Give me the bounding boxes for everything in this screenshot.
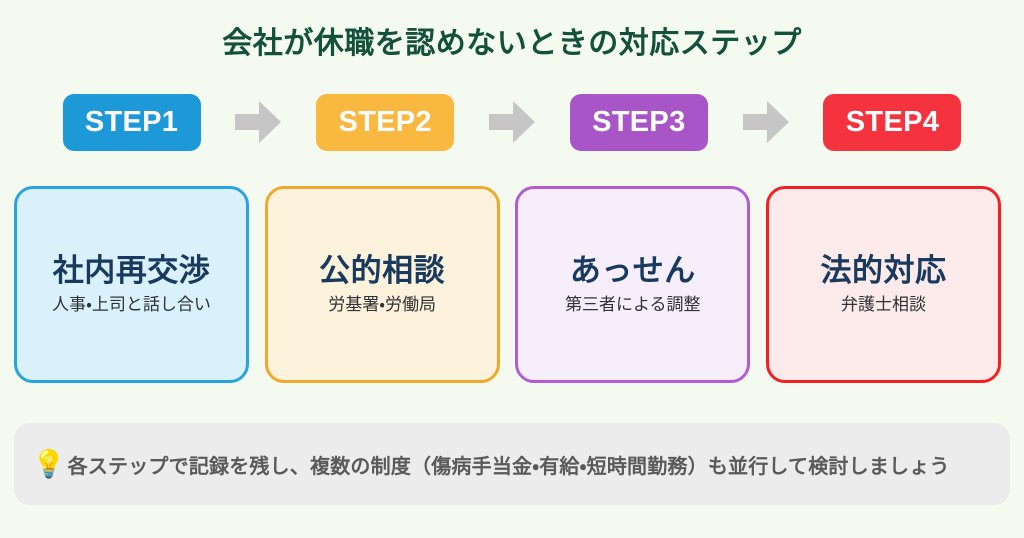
arrow-right-icon xyxy=(488,101,535,143)
step-card-title-1: 社内再交渉 xyxy=(52,253,211,289)
arrow-right-icon xyxy=(742,101,789,143)
step-card-subtitle-1: 人事・上司と話し合い xyxy=(52,294,211,314)
step-card-3[interactable]: あっせん 第三者による調整 xyxy=(515,186,751,383)
lightbulb-icon: 💡 xyxy=(32,448,66,479)
step-badge-1[interactable]: STEP1 xyxy=(62,93,201,151)
step-card-title-3: あっせん xyxy=(569,253,696,289)
arrow-shaft xyxy=(235,114,262,130)
arrow-right-icon xyxy=(235,101,282,143)
arrow-cell-2 xyxy=(488,101,535,143)
step-card-row: 社内再交渉 人事・上司と話し合い 公的相談 労基署・労働局 あっせん 第三者によ… xyxy=(14,186,1001,383)
step-badge-row: STEP1 STEP2 STEP3 ST xyxy=(14,92,1010,152)
step-cell-1: STEP1 xyxy=(14,93,249,151)
arrow-shaft xyxy=(742,114,769,130)
arrow-shaft xyxy=(488,114,515,130)
tip-banner: 💡 各ステップで記録を残し、複数の制度（傷病手当金・有給・短時間勤務）も並行して… xyxy=(14,423,1010,505)
arrow-head xyxy=(259,101,282,143)
step-card-subtitle-2: 労基署・労働局 xyxy=(328,294,437,314)
step-card-title-4: 法的対応 xyxy=(820,253,947,289)
step-card-4[interactable]: 法的対応 弁護士相談 xyxy=(765,186,1001,383)
step-cell-2: STEP2 xyxy=(268,93,503,151)
step-cell-4: STEP4 xyxy=(775,93,1010,151)
arrow-head xyxy=(512,101,535,143)
step-card-subtitle-4: 弁護士相談 xyxy=(840,294,926,314)
step-card-2[interactable]: 公的相談 労基署・労働局 xyxy=(264,186,500,383)
page-title: 会社が休職を認めないときの対応ステップ xyxy=(222,27,802,60)
step-badge-3[interactable]: STEP3 xyxy=(569,93,708,151)
step-card-subtitle-3: 第三者による調整 xyxy=(565,294,701,314)
step-badge-4[interactable]: STEP4 xyxy=(823,93,962,151)
arrow-cell-3 xyxy=(742,101,789,143)
step-badge-2[interactable]: STEP2 xyxy=(316,93,455,151)
step-cell-3: STEP3 xyxy=(521,93,756,151)
arrow-head xyxy=(766,101,789,143)
arrow-cell-1 xyxy=(235,101,282,143)
tip-banner-text: 各ステップで記録を残し、複数の制度（傷病手当金・有給・短時間勤務）も並行して検討… xyxy=(67,455,950,478)
step-card-title-2: 公的相談 xyxy=(319,253,446,289)
step-card-1[interactable]: 社内再交渉 人事・上司と話し合い xyxy=(14,186,249,383)
